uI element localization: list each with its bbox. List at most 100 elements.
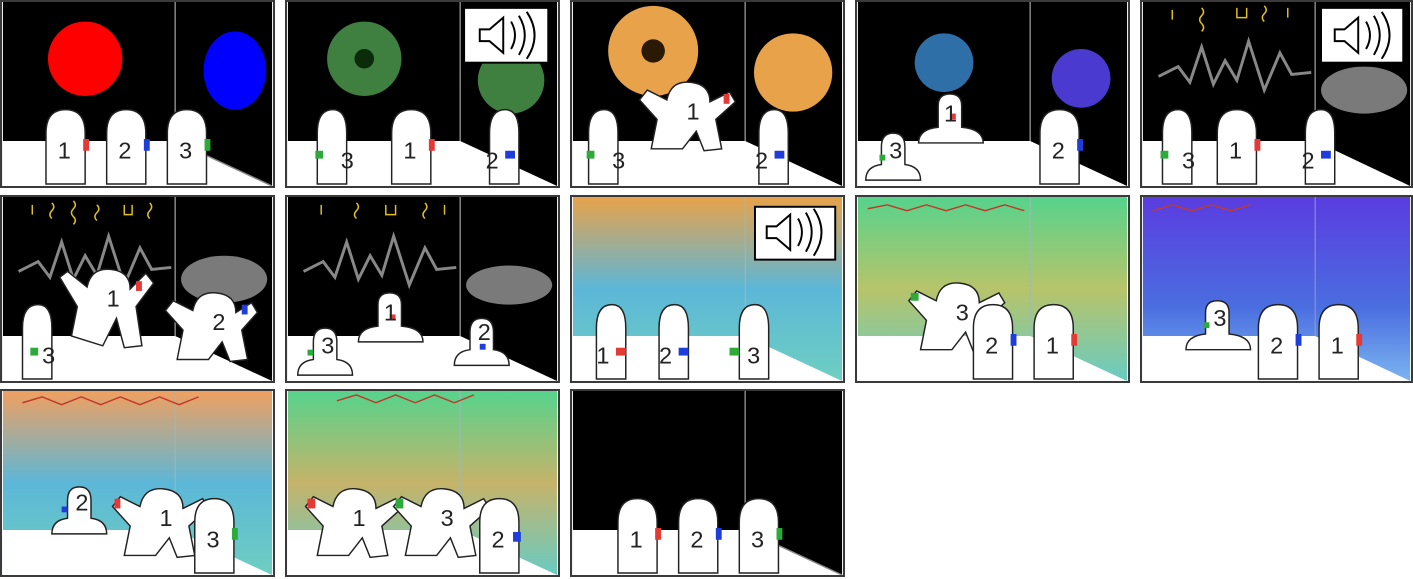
svg-text:3: 3 (441, 505, 454, 531)
svg-text:2: 2 (1301, 147, 1314, 173)
figure-1: 1 (617, 497, 662, 574)
svg-text:3: 3 (321, 333, 334, 359)
panel-scene: 3 2 1 (857, 197, 1128, 381)
svg-text:2: 2 (486, 147, 499, 173)
comic-panel-12: 1 3 2 (285, 389, 560, 577)
panel-scene: 3 1 2 (287, 2, 558, 186)
orange-burst-right (753, 33, 833, 112)
svg-text:2: 2 (659, 342, 672, 368)
figure-1-dancing: 1 (638, 81, 737, 152)
figure-2: 2 (1301, 108, 1336, 185)
svg-text:3: 3 (747, 342, 760, 368)
figure-2-dancing: 2 (164, 292, 259, 363)
comic-panel-2: 3 1 2 (285, 0, 560, 188)
svg-text:2: 2 (985, 333, 998, 359)
waveform (17, 231, 172, 290)
svg-text:1: 1 (686, 98, 699, 124)
figure-3: 3 (738, 497, 783, 574)
blue-green-burst (914, 33, 974, 93)
svg-text:3: 3 (956, 299, 969, 325)
comic-panel-4: 3 1 2 (855, 0, 1130, 188)
svg-text:3: 3 (341, 147, 354, 173)
comic-panel-11: 2 1 3 (0, 389, 275, 577)
figure-2: 2 (677, 497, 722, 574)
figure-2: 2 (755, 108, 789, 185)
comic-panel-8: 1 2 3 (570, 195, 845, 383)
figure-2: 2 (1257, 303, 1302, 380)
comic-panel-1: 1 2 3 (0, 0, 275, 188)
svg-text:3: 3 (179, 138, 192, 164)
svg-text:2: 2 (212, 309, 225, 335)
panel-scene: 2 1 3 (2, 391, 273, 575)
panel-scene: 1 2 3 (572, 197, 843, 381)
figure-3: 3 (166, 108, 211, 185)
svg-text:1: 1 (160, 505, 173, 531)
figure-1: 1 (1216, 108, 1261, 185)
svg-text:1: 1 (1331, 333, 1344, 359)
svg-text:3: 3 (42, 342, 55, 368)
svg-text:1: 1 (1229, 138, 1242, 164)
svg-text:1: 1 (107, 286, 120, 312)
green-burst-right (477, 47, 545, 114)
panel-scene: 1 2 3 (2, 2, 273, 186)
figure-3: 3 (315, 108, 354, 185)
figure-3-dancing: 3 (392, 487, 491, 559)
figure-3-sitting: 3 (296, 327, 354, 376)
figure-1-dancing: 1 (304, 487, 403, 559)
comic-panel-7: 3 1 2 (285, 195, 560, 383)
figure-1-dancing: 1 (58, 268, 155, 349)
figure-2: 2 (658, 303, 690, 380)
figure-1: 1 (1318, 303, 1363, 380)
figure-3: 3 (194, 497, 238, 574)
svg-text:1: 1 (944, 100, 957, 126)
panel-scene: 3 1 2 (572, 2, 843, 186)
blue-ellipse (203, 31, 267, 110)
panel-scene: 3 2 1 (1142, 197, 1411, 381)
svg-text:3: 3 (889, 138, 902, 164)
svg-text:2: 2 (118, 138, 131, 164)
svg-text:2: 2 (755, 147, 768, 173)
figure-3: 3 (1160, 108, 1195, 185)
svg-text:1: 1 (353, 505, 366, 531)
figure-1-sitting: 1 (357, 292, 424, 343)
panel-scene: 1 2 3 (572, 391, 843, 575)
panel-scene: 3 1 2 (2, 197, 273, 381)
figure-1: 1 (595, 303, 627, 380)
svg-text:2: 2 (690, 527, 703, 553)
panel-scene: 3 1 2 (857, 2, 1128, 186)
figure-1: 1 (390, 108, 435, 185)
panel-scene: 3 1 2 (287, 197, 558, 381)
figure-2: 2 (486, 108, 520, 185)
figure-1-sitting: 1 (917, 93, 984, 144)
figure-2-sitting: 2 (453, 317, 510, 367)
comic-panel-5: 3 1 2 (1140, 0, 1413, 188)
figure-1: 1 (45, 108, 90, 185)
comic-panel-3: 3 1 2 (570, 0, 845, 188)
comic-panel-9: 3 2 1 (855, 195, 1130, 383)
waveform (1157, 36, 1312, 95)
svg-text:1: 1 (596, 342, 609, 368)
figure-2: 2 (972, 303, 1017, 380)
svg-text:2: 2 (492, 527, 505, 553)
svg-text:2: 2 (478, 319, 491, 345)
figure-3: 3 (586, 108, 625, 185)
svg-text:3: 3 (1213, 305, 1226, 331)
speaker-sound-icon (765, 208, 823, 257)
comic-panel-13: 1 2 3 (570, 389, 845, 577)
speaker-sound-icon (478, 11, 536, 60)
svg-text:2: 2 (75, 489, 88, 515)
svg-text:1: 1 (384, 299, 397, 325)
figure-2: 2 (105, 108, 150, 185)
music-notes (1171, 5, 1289, 32)
speaker-sound-icon (1333, 11, 1391, 60)
svg-text:1: 1 (1046, 333, 1059, 359)
red-circle (47, 21, 123, 96)
svg-text:1: 1 (58, 138, 71, 164)
svg-text:1: 1 (630, 527, 643, 553)
sound-icon-box (463, 6, 550, 64)
svg-text:3: 3 (751, 527, 764, 553)
figure-1: 1 (1033, 303, 1078, 380)
comic-panel-10: 3 2 1 (1140, 195, 1413, 383)
gray-cloud (181, 255, 268, 303)
gray-cloud (466, 265, 553, 305)
